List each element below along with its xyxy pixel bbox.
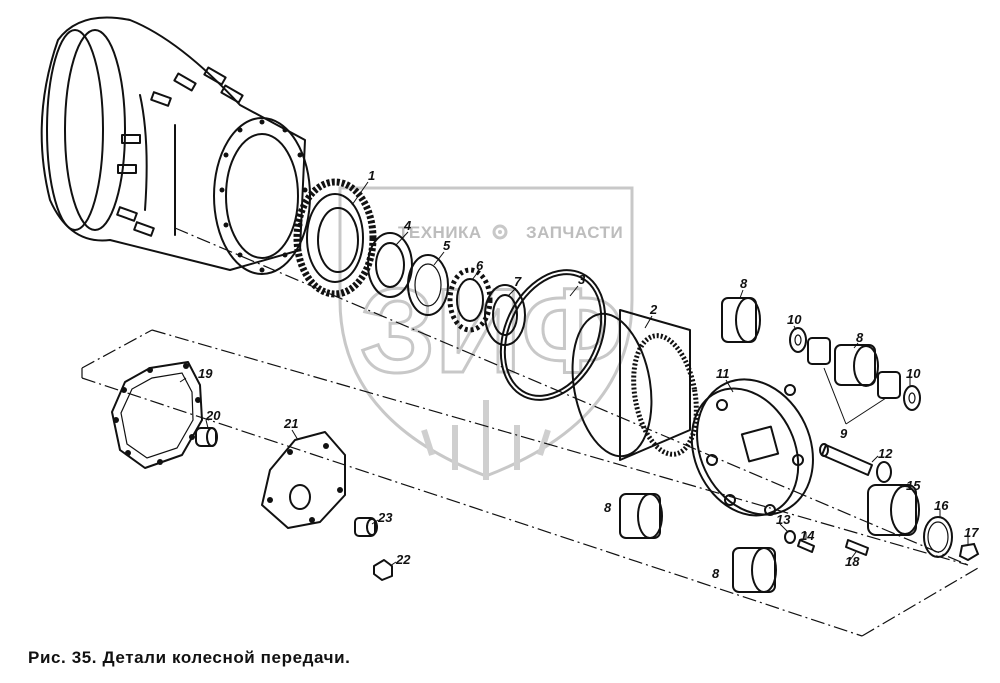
snap-ring <box>876 461 892 483</box>
callout-10-left: 10 <box>787 312 802 327</box>
part-16-retaining-ring <box>923 516 953 558</box>
callout-7: 7 <box>514 274 522 289</box>
callout-14: 14 <box>800 528 815 543</box>
part-14-screw <box>797 539 815 553</box>
callout-6: 6 <box>476 258 484 273</box>
exploded-parts-diagram: ЗИФ ТЕХНИКА ЗАПЧАСТИ <box>40 16 980 637</box>
callout-9: 9 <box>840 426 848 441</box>
wheat-emblem <box>421 400 551 480</box>
part-8-gear-top <box>721 297 761 343</box>
callout-3: 3 <box>578 272 586 287</box>
part-17-bolt <box>958 542 980 562</box>
callout-18: 18 <box>845 554 860 569</box>
part-3-o-ring <box>499 269 607 401</box>
part-8-gear-middle <box>834 344 879 387</box>
part-5-lock-washer <box>407 254 449 316</box>
part-22-nut <box>373 559 393 581</box>
callout-17: 17 <box>964 525 979 540</box>
callout-20: 20 <box>205 408 221 423</box>
assembly-axes <box>81 227 979 637</box>
callout-21: 21 <box>283 416 298 431</box>
part-11-planet-carrier <box>690 378 814 517</box>
part-12-axle-pin <box>819 443 873 476</box>
part-1-gear-ring <box>293 178 377 298</box>
callout-15: 15 <box>906 478 921 493</box>
callout-8-bottom: 8 <box>712 566 720 581</box>
callout-8-middle: 8 <box>856 330 864 345</box>
callout-8-left: 8 <box>604 500 612 515</box>
watermark: ЗИФ ТЕХНИКА ЗАПЧАСТИ <box>338 186 634 480</box>
callout-12: 12 <box>878 446 893 461</box>
part-21-cover <box>261 431 346 529</box>
gear-icon <box>492 224 508 240</box>
callout-5: 5 <box>443 238 451 253</box>
callout-1: 1 <box>368 168 375 183</box>
callout-23: 23 <box>377 510 393 525</box>
callout-13: 13 <box>776 512 791 527</box>
part-20-bushing <box>195 427 218 447</box>
part-8-gear-bottom <box>732 547 777 593</box>
part-10-washer-left <box>789 327 807 353</box>
callout-16: 16 <box>934 498 949 513</box>
part-23-plug <box>354 517 378 537</box>
callout-8-top: 8 <box>740 276 748 291</box>
part-19-gasket <box>111 361 203 469</box>
part-15-sun-gear <box>867 484 920 536</box>
callout-22: 22 <box>395 552 411 567</box>
part-8-gear-left <box>619 493 663 539</box>
part-13-washer <box>784 530 796 544</box>
part-2-crown-gear <box>571 309 699 461</box>
wheel-hub <box>40 16 311 275</box>
callout-4: 4 <box>403 218 412 233</box>
figure-caption: Рис. 35. Детали колесной передачи. <box>28 648 351 667</box>
callout-19: 19 <box>198 366 213 381</box>
callouts: 1 4 5 6 7 3 2 8 10 8 11 10 9 12 15 16 17 <box>179 168 979 581</box>
callout-11: 11 <box>716 366 730 381</box>
callout-10-right: 10 <box>906 366 921 381</box>
watermark-text-left: ТЕХНИКА <box>398 223 482 242</box>
watermark-text-right: ЗАПЧАСТИ <box>526 223 623 242</box>
part-9-rollers <box>807 337 901 399</box>
part-6-toothed-washer <box>447 267 493 333</box>
part-10-washer-right <box>903 385 921 411</box>
callout-2: 2 <box>649 302 658 317</box>
part-18-stud <box>845 539 869 556</box>
